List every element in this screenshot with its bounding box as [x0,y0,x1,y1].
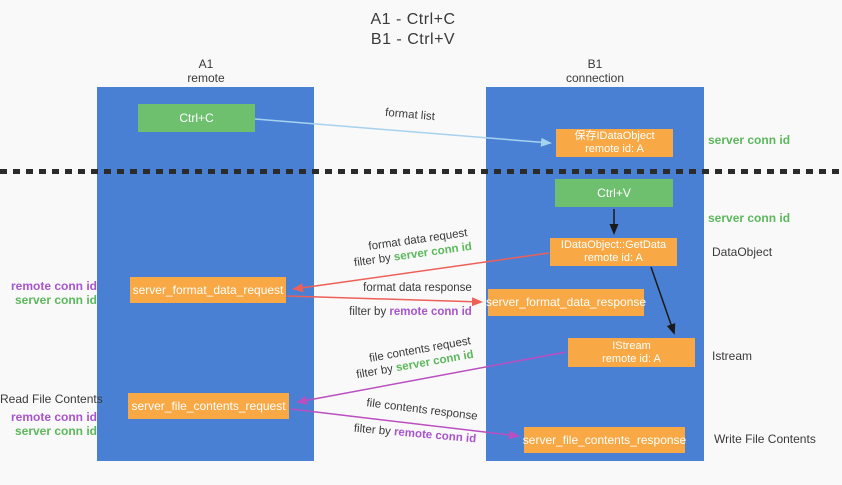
label-server-conn-id-right-1: server conn id [708,133,791,147]
node-idataobject-getdata-line2: remote id: A [584,252,643,264]
column-b1-name: B1 [587,57,603,71]
label-filter-by-1: filter by [353,251,395,270]
title-line-1: A1 - Ctrl+C [370,11,456,28]
node-server-format-data-request-label: server_format_data_request [132,282,284,297]
label-server-conn-id-left-1: server conn id [14,293,97,307]
label-remote-conn-id-left-2: remote conn id [10,410,97,424]
column-b1-subtitle: connection [565,71,625,85]
node-istream-line1: IStream [612,339,651,352]
node-ctrl-c: Ctrl+C [138,104,255,132]
node-ctrl-v-label: Ctrl+V [597,186,631,200]
label-dataobject: DataObject [712,245,773,259]
label-remote-conn-id-filter-2: remote conn id [393,426,477,446]
node-server-format-data-response: server_format_data_response [485,289,647,316]
node-server-file-contents-request-label: server_file_contents_request [131,398,286,413]
node-server-file-contents-response: server_file_contents_response [522,427,687,453]
node-istream-line2: remote id: A [602,352,661,365]
node-ctrl-c-label: Ctrl+C [179,111,214,125]
node-save-idataobject: 保存IDataObject remote id: A [556,129,673,157]
node-server-format-data-request: server_format_data_request [130,277,286,303]
label-file-contents-response-filter: filter by remote conn id [340,421,490,446]
node-save-idataobject-line1: 保存IDataObject [574,130,655,142]
node-ctrl-v: Ctrl+V [555,179,673,207]
node-idataobject-getdata-line1: IDataObject::GetData [560,239,667,251]
label-remote-conn-id-filter-1: remote conn id [389,306,472,318]
label-filter-by-2: filter by [349,306,390,318]
column-header-b1: B1 connection [534,57,656,85]
label-read-file-contents: Read File Contents [0,392,103,406]
column-a1-subtitle: remote [187,71,225,85]
label-write-file-contents: Write File Contents [714,432,816,446]
label-format-data-response-filter: filter by remote conn id [338,306,483,318]
dashed-divider [0,169,842,174]
node-save-idataobject-line2: remote id: A [585,143,644,155]
node-server-file-contents-request: server_file_contents_request [128,393,289,419]
diagram-title: A1 - Ctrl+C B1 - Ctrl+V [328,10,498,50]
arrow-format-data-response [286,295,483,307]
column-header-a1: A1 remote [145,57,267,85]
label-istream: Istream [712,349,753,363]
node-server-format-data-response-label: server_format_data_response [485,295,647,309]
label-file-contents-response: file contents response [365,397,479,423]
title-line-2: B1 - Ctrl+V [370,31,456,48]
node-idataobject-getdata: IDataObject::GetData remote id: A [550,238,677,266]
label-server-conn-id-left-2: server conn id [14,424,97,438]
label-remote-conn-id-left-1: remote conn id [10,279,97,293]
label-server-conn-id-right-2: server conn id [708,211,791,225]
label-format-data-response: format data response [363,282,472,294]
node-server-file-contents-response-label: server_file_contents_response [522,432,687,447]
label-filter-by-4: filter by [353,422,395,439]
node-istream: IStream remote id: A [568,338,695,367]
column-a1-name: A1 [198,57,214,71]
label-format-list: format list [384,106,436,124]
